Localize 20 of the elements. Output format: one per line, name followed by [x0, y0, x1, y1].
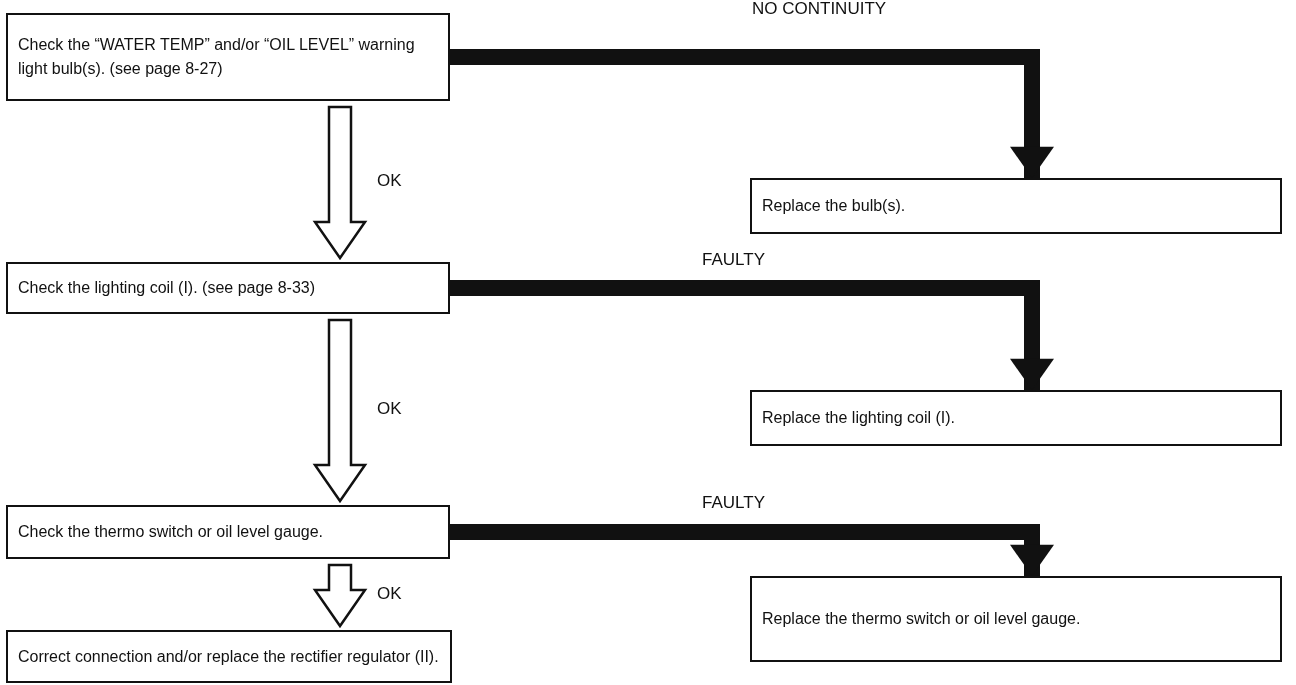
- step-text: Check the “WATER TEMP” and/or “OIL LEVEL” warning light bulb(s). (see page 8-27): [18, 35, 416, 79]
- step-text: Replace the lighting coil (I).: [762, 408, 955, 428]
- hollow-arrow: [312, 318, 368, 504]
- thick-arrow: [450, 49, 1054, 178]
- process-box: [6, 630, 452, 683]
- process-box: [6, 13, 450, 101]
- step-text: Check the lighting coil (I). (see page 8-33): [18, 278, 316, 298]
- thick-arrow: [450, 280, 1054, 390]
- thick-arrow: [450, 524, 1054, 576]
- process-box: [750, 178, 1282, 234]
- step-text: Correct connection and/or replace the rectifier regulator (II).: [18, 646, 439, 667]
- step-text: Replace the bulb(s).: [762, 196, 906, 216]
- process-box: [750, 576, 1282, 662]
- hollow-arrow: [312, 105, 368, 261]
- step-text: Check the thermo switch or oil level gauge.: [18, 522, 324, 542]
- process-box: [6, 505, 450, 559]
- step-text: Replace the thermo switch or oil level gauge.: [762, 609, 1081, 629]
- process-box: [750, 390, 1282, 446]
- hollow-arrow: [312, 563, 368, 629]
- process-box: [6, 262, 450, 314]
